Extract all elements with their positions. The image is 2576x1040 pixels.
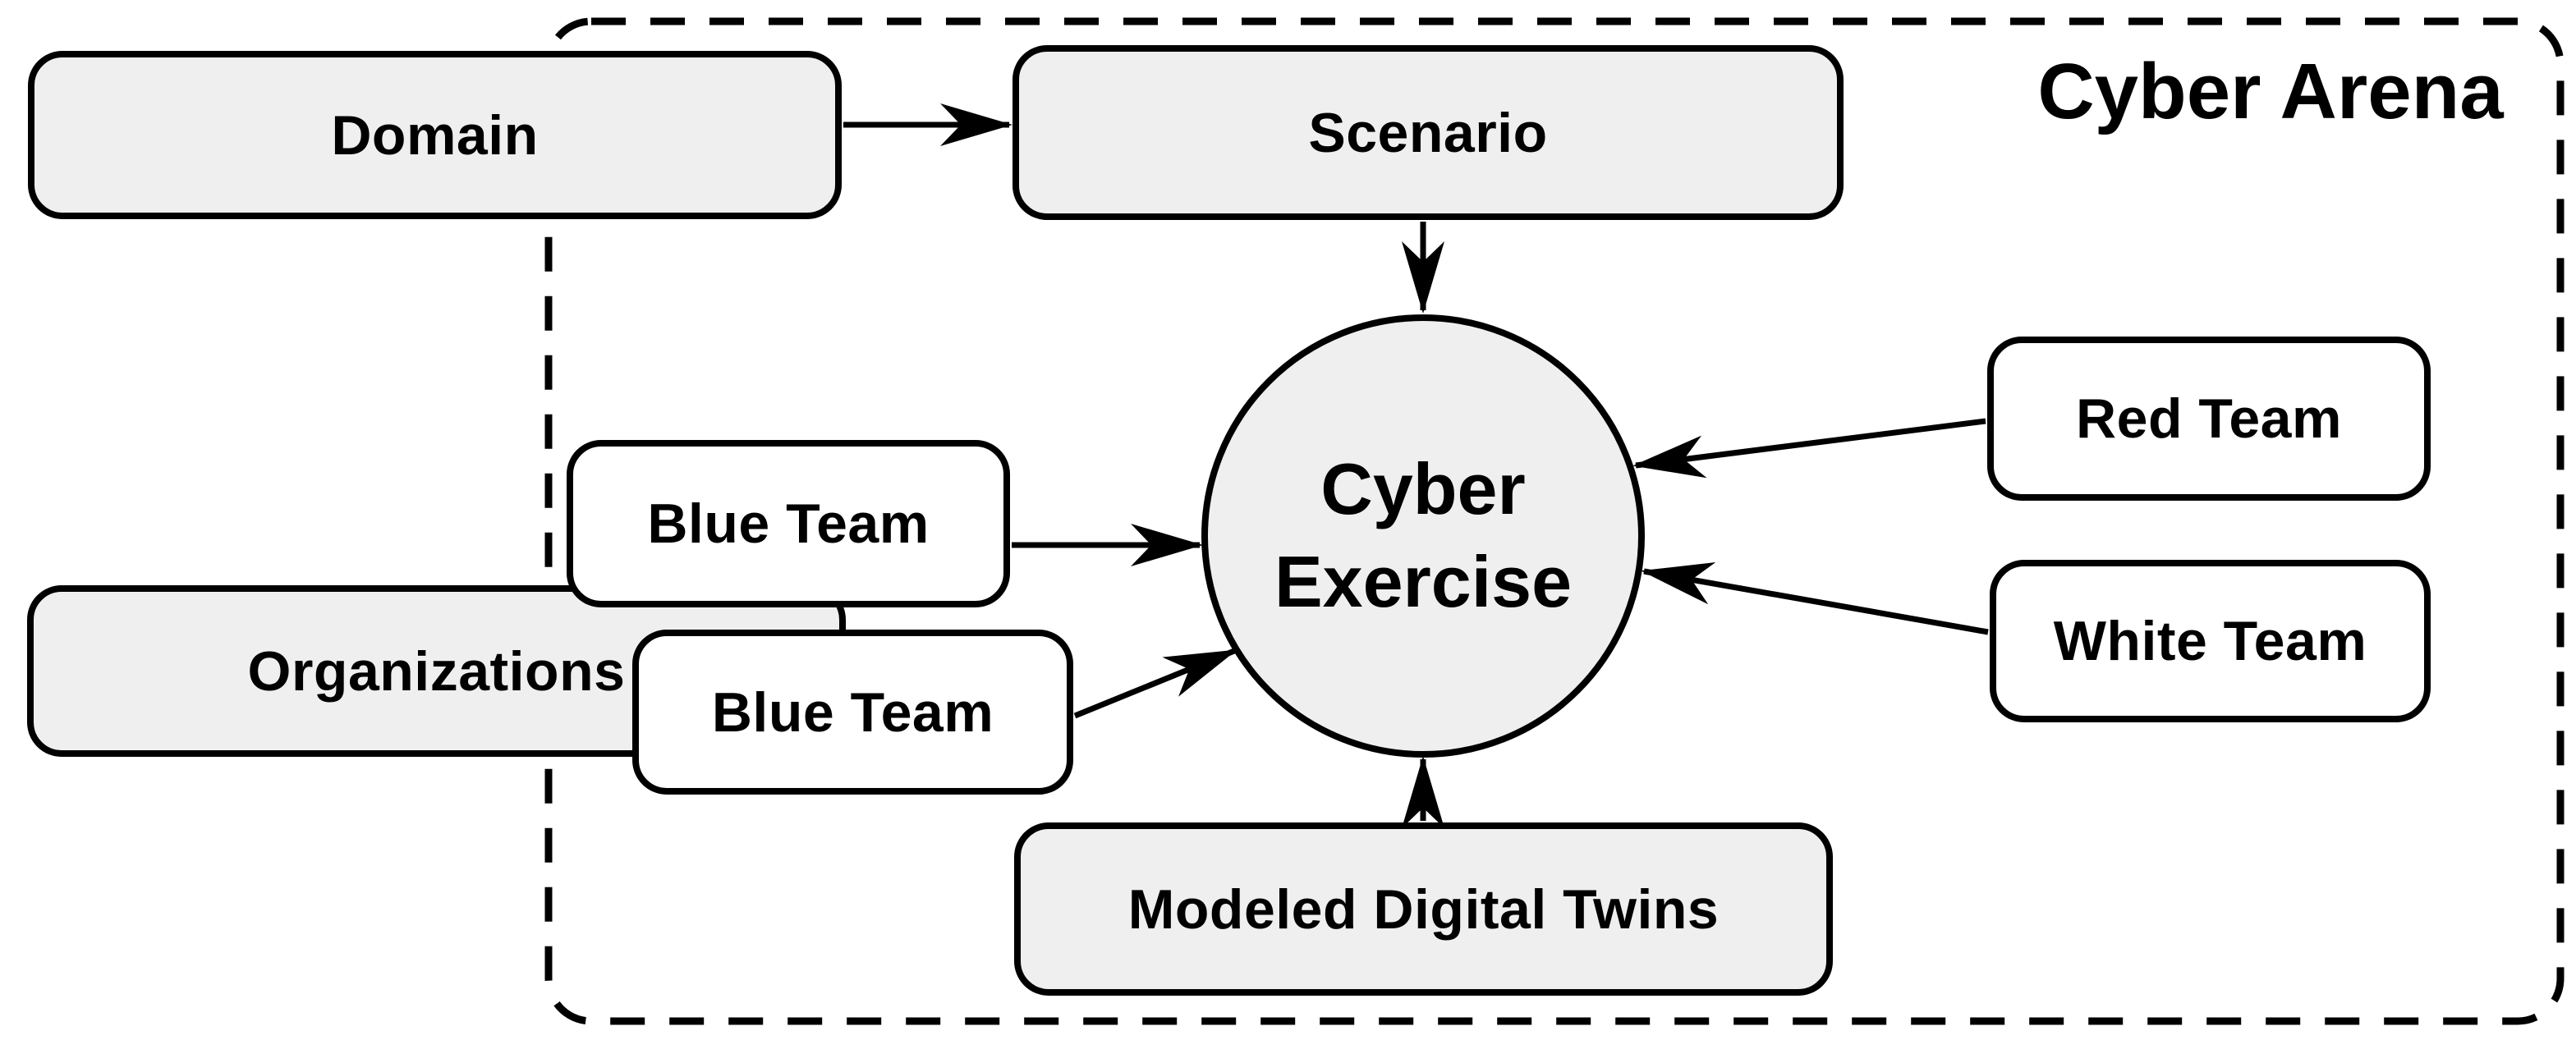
node-cyber-exercise[interactable]: Cyber Exercise — [1201, 314, 1645, 758]
node-scenario[interactable]: Scenario — [1012, 45, 1844, 220]
node-blue-team-1[interactable]: Blue Team — [567, 440, 1010, 607]
node-modeled-digital-twins[interactable]: Modeled Digital Twins — [1014, 822, 1833, 996]
node-blue-team-1-label: Blue Team — [647, 493, 930, 555]
node-blue-team-2-label: Blue Team — [711, 680, 994, 744]
node-red-team[interactable]: Red Team — [1987, 337, 2431, 501]
node-modeled-digital-twins-label: Modeled Digital Twins — [1127, 877, 1720, 941]
node-organizations-label: Organizations — [247, 639, 626, 703]
arrow-blue-team-2-to-cyber-exercise — [1073, 648, 1237, 719]
node-red-team-label: Red Team — [2076, 387, 2342, 450]
node-domain-label: Domain — [331, 103, 539, 167]
arrow-white-team-to-cyber-exercise — [1641, 562, 1989, 635]
node-white-team-label: White Team — [2053, 610, 2367, 672]
node-white-team[interactable]: White Team — [1990, 560, 2431, 722]
node-cyber-exercise-line2: Exercise — [1274, 541, 1573, 622]
arrow-red-team-to-cyber-exercise — [1632, 418, 1986, 479]
node-blue-team-2[interactable]: Blue Team — [632, 630, 1073, 795]
arena-title: Cyber Arena — [2037, 48, 2504, 135]
node-scenario-label: Scenario — [1308, 101, 1548, 164]
node-cyber-exercise-line1: Cyber — [1320, 448, 1526, 530]
node-domain[interactable]: Domain — [28, 51, 842, 219]
